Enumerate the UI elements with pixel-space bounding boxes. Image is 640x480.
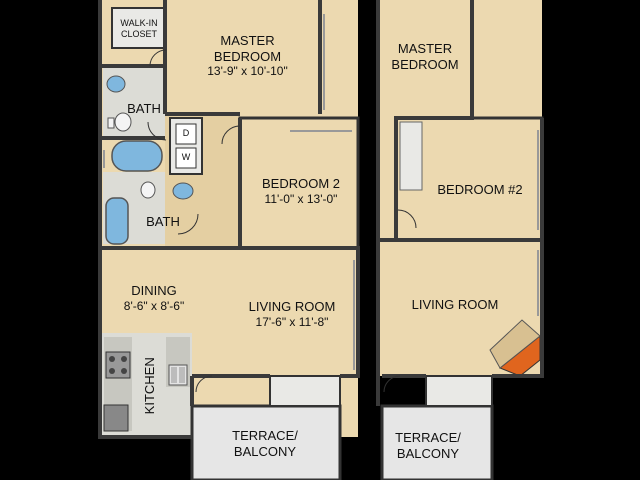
plan-b <box>376 0 544 480</box>
walk-in-closet-area <box>111 7 167 49</box>
bath-1-label: BATH <box>127 101 161 116</box>
closet-b <box>399 121 423 191</box>
dryer-label: D <box>182 128 190 138</box>
terrace-area-a <box>190 404 342 480</box>
living-room-label-b: LIVING ROOM <box>411 297 499 312</box>
terrace-label-b: TERRACE/ BALCONY <box>395 430 461 461</box>
washer-icon <box>175 147 197 169</box>
master-bedroom-label: MASTER BEDROOM 13'-9" x 10'-10" <box>207 33 288 79</box>
storage-closet-a <box>269 375 341 407</box>
dryer-icon <box>175 123 197 145</box>
bedroom-2-label-b: BEDROOM #2 <box>437 182 523 197</box>
dining-label: DINING 8'-6" x 8'-6" <box>123 283 185 313</box>
washer-label: W <box>181 152 191 162</box>
stove-icon <box>105 351 131 379</box>
kitchen-label: KITCHEN <box>142 357 158 415</box>
refrigerator-icon <box>103 404 129 432</box>
plan-a <box>98 0 360 480</box>
storage-closet-b <box>425 375 493 407</box>
sink-icon-2 <box>172 182 194 200</box>
master-bedroom-area <box>165 0 320 114</box>
toilet-icon-2 <box>140 181 156 199</box>
bath-2-label: BATH <box>146 214 180 229</box>
bedroom-2-label: BEDROOM 2 11'-0" x 13'-0" <box>261 176 340 206</box>
master-bedroom-area-b <box>378 0 472 118</box>
plan-b-walls <box>376 0 544 406</box>
bathtub-icon-2 <box>105 197 129 245</box>
bedroom-2-area <box>238 116 360 250</box>
sink-icon <box>106 75 126 93</box>
walk-in-closet-label: WALK-IN CLOSET <box>120 18 158 39</box>
terrace-label-a: TERRACE/ BALCONY <box>232 428 298 459</box>
master-bedroom-label-b: MASTER BEDROOM <box>391 41 459 72</box>
toilet-icon <box>114 112 132 132</box>
plan-a-walls <box>98 0 360 439</box>
bathtub-icon <box>111 140 163 172</box>
living-room-label: LIVING ROOM 17'-6" x 11'-8" <box>248 299 336 329</box>
